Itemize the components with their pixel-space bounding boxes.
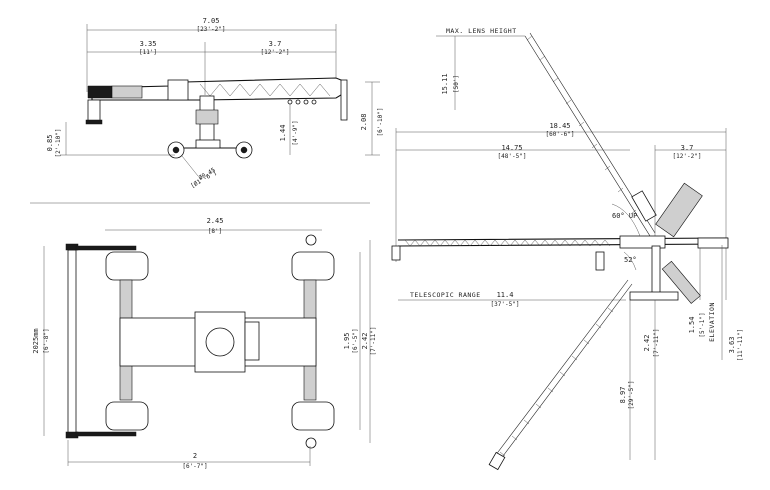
reach-view: MAX. LENS HEIGHT 15.11 [50'] 18.45 [60'-… [391, 27, 744, 471]
low-reach-imperial: [29'-5"] [628, 381, 635, 410]
rear-length-label: 3.35 [140, 40, 157, 48]
down-angle-label: 52° [624, 256, 637, 264]
column-height2-imperial: [7'-11"] [653, 329, 660, 358]
width-mm-imperial: [6'-8"] [43, 328, 50, 353]
width-mm-label: 2025mm [32, 328, 40, 353]
elevation-value: 3.63 [728, 337, 736, 354]
column-height-imperial: [5'-1"] [699, 312, 706, 337]
up-angle-label: 60° UP [612, 212, 637, 220]
side-view: 7.05 [23'-2"] 3.35 [11'] 3.7 [12'-2"] [46, 17, 384, 190]
total-reach-label: 18.45 [549, 122, 570, 130]
telescopic-range-value: 11.4 [497, 291, 514, 299]
arm-truss [199, 83, 331, 97]
track-width-imperial: [8'] [208, 228, 222, 235]
outer-width-label: 2.42 [361, 333, 369, 350]
telescopic-range-imperial: [37'-5"] [491, 301, 520, 308]
pivot-height-imperial: [4'-9"] [292, 120, 299, 145]
telescopic-range-label: TELESCOPIC RANGE [410, 291, 481, 299]
elevation-imperial: [11'-11"] [737, 329, 744, 362]
max-lens-height-label: MAX. LENS HEIGHT [446, 27, 517, 35]
pivot-height-label: 1.44 [279, 125, 287, 142]
elevation-label: ELEVATION [708, 302, 716, 342]
front-reach-imperial: [48'-5"] [498, 153, 527, 160]
front-reach-label: 14.75 [501, 144, 522, 152]
track-width-label: 2.45 [207, 217, 224, 225]
column-height2-label: 2.42 [643, 335, 651, 352]
top-view: 2.45 [8'] 2025mm [6'-8"] 1.95 [6'-5"] 2.… [32, 217, 377, 470]
inner-width-label: 1.95 [343, 333, 351, 350]
front-length-label: 3.7 [269, 40, 282, 48]
front-length-imperial: [12'-2"] [261, 49, 290, 56]
overall-length-label: 7.05 [203, 17, 220, 25]
column-height-label: 1.54 [688, 317, 696, 334]
low-height-imperial: [2'-10"] [55, 129, 62, 158]
height-label: 2.08 [360, 114, 368, 131]
rear-reach-label: 3.7 [681, 144, 694, 152]
total-reach-imperial: [60'-6"] [546, 131, 575, 138]
max-lens-height-imperial: [50'] [453, 75, 460, 93]
outer-width-imperial: [7'-11"] [370, 327, 377, 356]
base-length-imperial: [6'-7"] [182, 463, 207, 470]
rear-reach-imperial: [12'-2"] [673, 153, 702, 160]
low-height-label: 0.85 [46, 135, 54, 152]
overall-length-imperial: [23'-2"] [197, 26, 226, 33]
max-lens-height-value: 15.11 [441, 73, 449, 94]
base-length-label: 2 [193, 452, 197, 460]
rear-length-imperial: [11'] [139, 49, 157, 56]
low-reach-label: 8.97 [619, 387, 627, 404]
inner-width-imperial: [6'-5"] [352, 328, 359, 353]
height-imperial: [6'-10"] [377, 108, 384, 137]
